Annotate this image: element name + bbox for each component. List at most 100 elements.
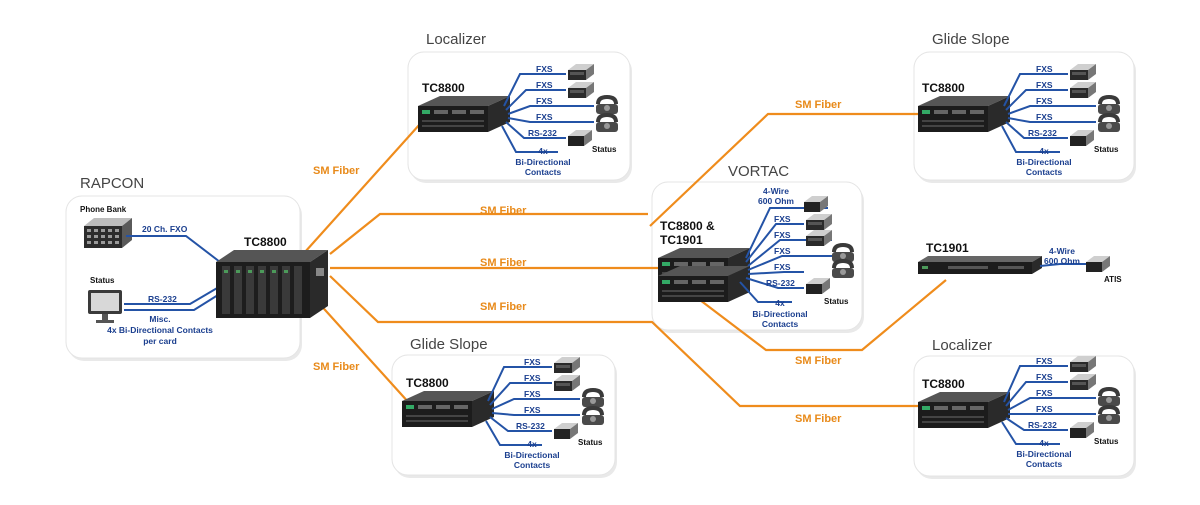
atis-device-icon [1086,256,1110,272]
wire-label: 600 Ohm [1044,256,1080,266]
site-title: Glide Slope [410,336,488,353]
port-label: FXS [1036,356,1053,366]
port-label: FXS [524,373,541,383]
contacts-label: Bi-Directional [1016,449,1071,459]
tc1901-icon [658,266,750,302]
site-title: Localizer [932,337,992,354]
contacts-label: Contacts [1026,459,1063,469]
site-vortac: VORTAC TC8800 & TC1901 4-Wire 600 Ohm FX… [658,163,856,329]
fiber-to-localizer-top [295,123,421,263]
port-label: FXS [774,246,791,256]
port-label: FXS [536,64,553,74]
site-title: VORTAC [728,163,789,180]
fiber-label: SM Fiber [313,361,360,373]
fiber-label: SM Fiber [480,205,527,217]
contacts-label: Contacts [762,319,799,329]
contacts-count: 4x [1039,438,1049,448]
port-label: FXS [1036,96,1053,106]
device-label: TC8800 [922,81,965,95]
fiber-label: SM Fiber [795,99,842,111]
fiber-label: SM Fiber [795,413,842,425]
port-label: RS-232 [766,278,795,288]
contacts-count: 4x [527,439,537,449]
port-label: RS-232 [1028,128,1057,138]
tc8800-icon [418,96,510,132]
fiber-label: SM Fiber [313,165,360,177]
phone-bank-label: Phone Bank [80,205,127,214]
per-card-label: per card [143,336,177,346]
fiber-vortac-to-tc1901 [699,279,947,352]
contacts-label: 4x Bi-Directional Contacts [107,325,213,335]
contacts-count: 4x [775,298,785,308]
contacts-label: Bi-Directional [752,309,807,319]
port-label: FXS [524,357,541,367]
site-atis: TC1901 4-Wire 600 Ohm ATIS [918,241,1122,284]
port-label: FXS [536,96,553,106]
status-label: Status [824,297,849,306]
port-label: FXS [536,80,553,90]
tc8800-icon [918,392,1010,428]
tc8800-rack-icon [216,250,328,318]
port-label: FXS [774,262,791,272]
port-label: FXS [1036,112,1053,122]
device-label: TC8800 [406,376,449,390]
status-label: Status [1094,437,1119,446]
port-label: FXS [1036,64,1053,74]
port-label: FXS [774,230,791,240]
fiber-to-vortac-a [329,212,648,255]
rs232-label: RS-232 [148,294,177,304]
device-label: TC8800 [422,81,465,95]
device-label: TC8800 [922,377,965,391]
contacts-label: Contacts [1026,167,1063,177]
site-glide-slope-top: Glide Slope TC8800 FXS FXS FXS FXS RS-23… [918,31,1122,177]
status-label: Status [578,438,603,447]
wire-label: 4-Wire [1049,246,1075,256]
contacts-count: 4x [538,146,548,156]
wire-label: 600 Ohm [758,196,794,206]
device-label: TC8800 [244,235,287,249]
port-label: FXS [524,389,541,399]
port-label: FXS [1036,80,1053,90]
fiber-links [295,112,947,408]
misc-label: Misc. [149,314,170,324]
contacts-count: 4x [1039,146,1049,156]
atis-label: ATIS [1104,275,1122,284]
port-label: RS-232 [1028,420,1057,430]
contacts-label: Bi-Directional [504,450,559,460]
tc8800-icon [402,391,494,427]
site-rapcon: RAPCON Phone Bank 20 Ch. FXO Status RS-2… [80,175,328,346]
fiber-vortac-to-glide-slope-top [649,112,918,227]
contacts-label: Contacts [525,167,562,177]
site-title: Glide Slope [932,31,1010,48]
port-label: FXS [1036,388,1053,398]
status-monitor-icon [88,290,122,323]
port-label: FXS [774,214,791,224]
site-localizer-top: Localizer TC8800 FXS FXS FXS FXS RS-232 … [418,31,620,177]
device-label: TC1901 [926,241,969,255]
tc8800-icon [918,96,1010,132]
port-label: FXS [1036,372,1053,382]
device-label: TC8800 & [660,219,715,233]
contacts-label: Bi-Directional [1016,157,1071,167]
site-localizer-bottom: Localizer TC8800 FXS FXS FXS FXS RS-232 … [918,337,1122,469]
fiber-to-localizer-bottom [329,275,918,408]
port-label: FXS [1036,404,1053,414]
status-label: Status [592,145,617,154]
device-label: TC1901 [660,233,703,247]
fiber-label: SM Fiber [480,257,527,269]
contacts-label: Bi-Directional [515,157,570,167]
site-glide-slope-bottom: Glide Slope TC8800 FXS FXS FXS FXS RS-23… [402,336,606,470]
contacts-label: Contacts [514,460,551,470]
tc1901-icon [918,256,1042,274]
site-title: RAPCON [80,175,144,192]
status-label: Status [1094,145,1119,154]
fiber-label: SM Fiber [480,301,527,313]
port-label: FXS [536,112,553,122]
port-label: FXS [524,405,541,415]
site-title: Localizer [426,31,486,48]
fiber-label: SM Fiber [795,355,842,367]
port-label: RS-232 [516,421,545,431]
port-label: RS-232 [528,128,557,138]
wire-label: 4-Wire [763,186,789,196]
